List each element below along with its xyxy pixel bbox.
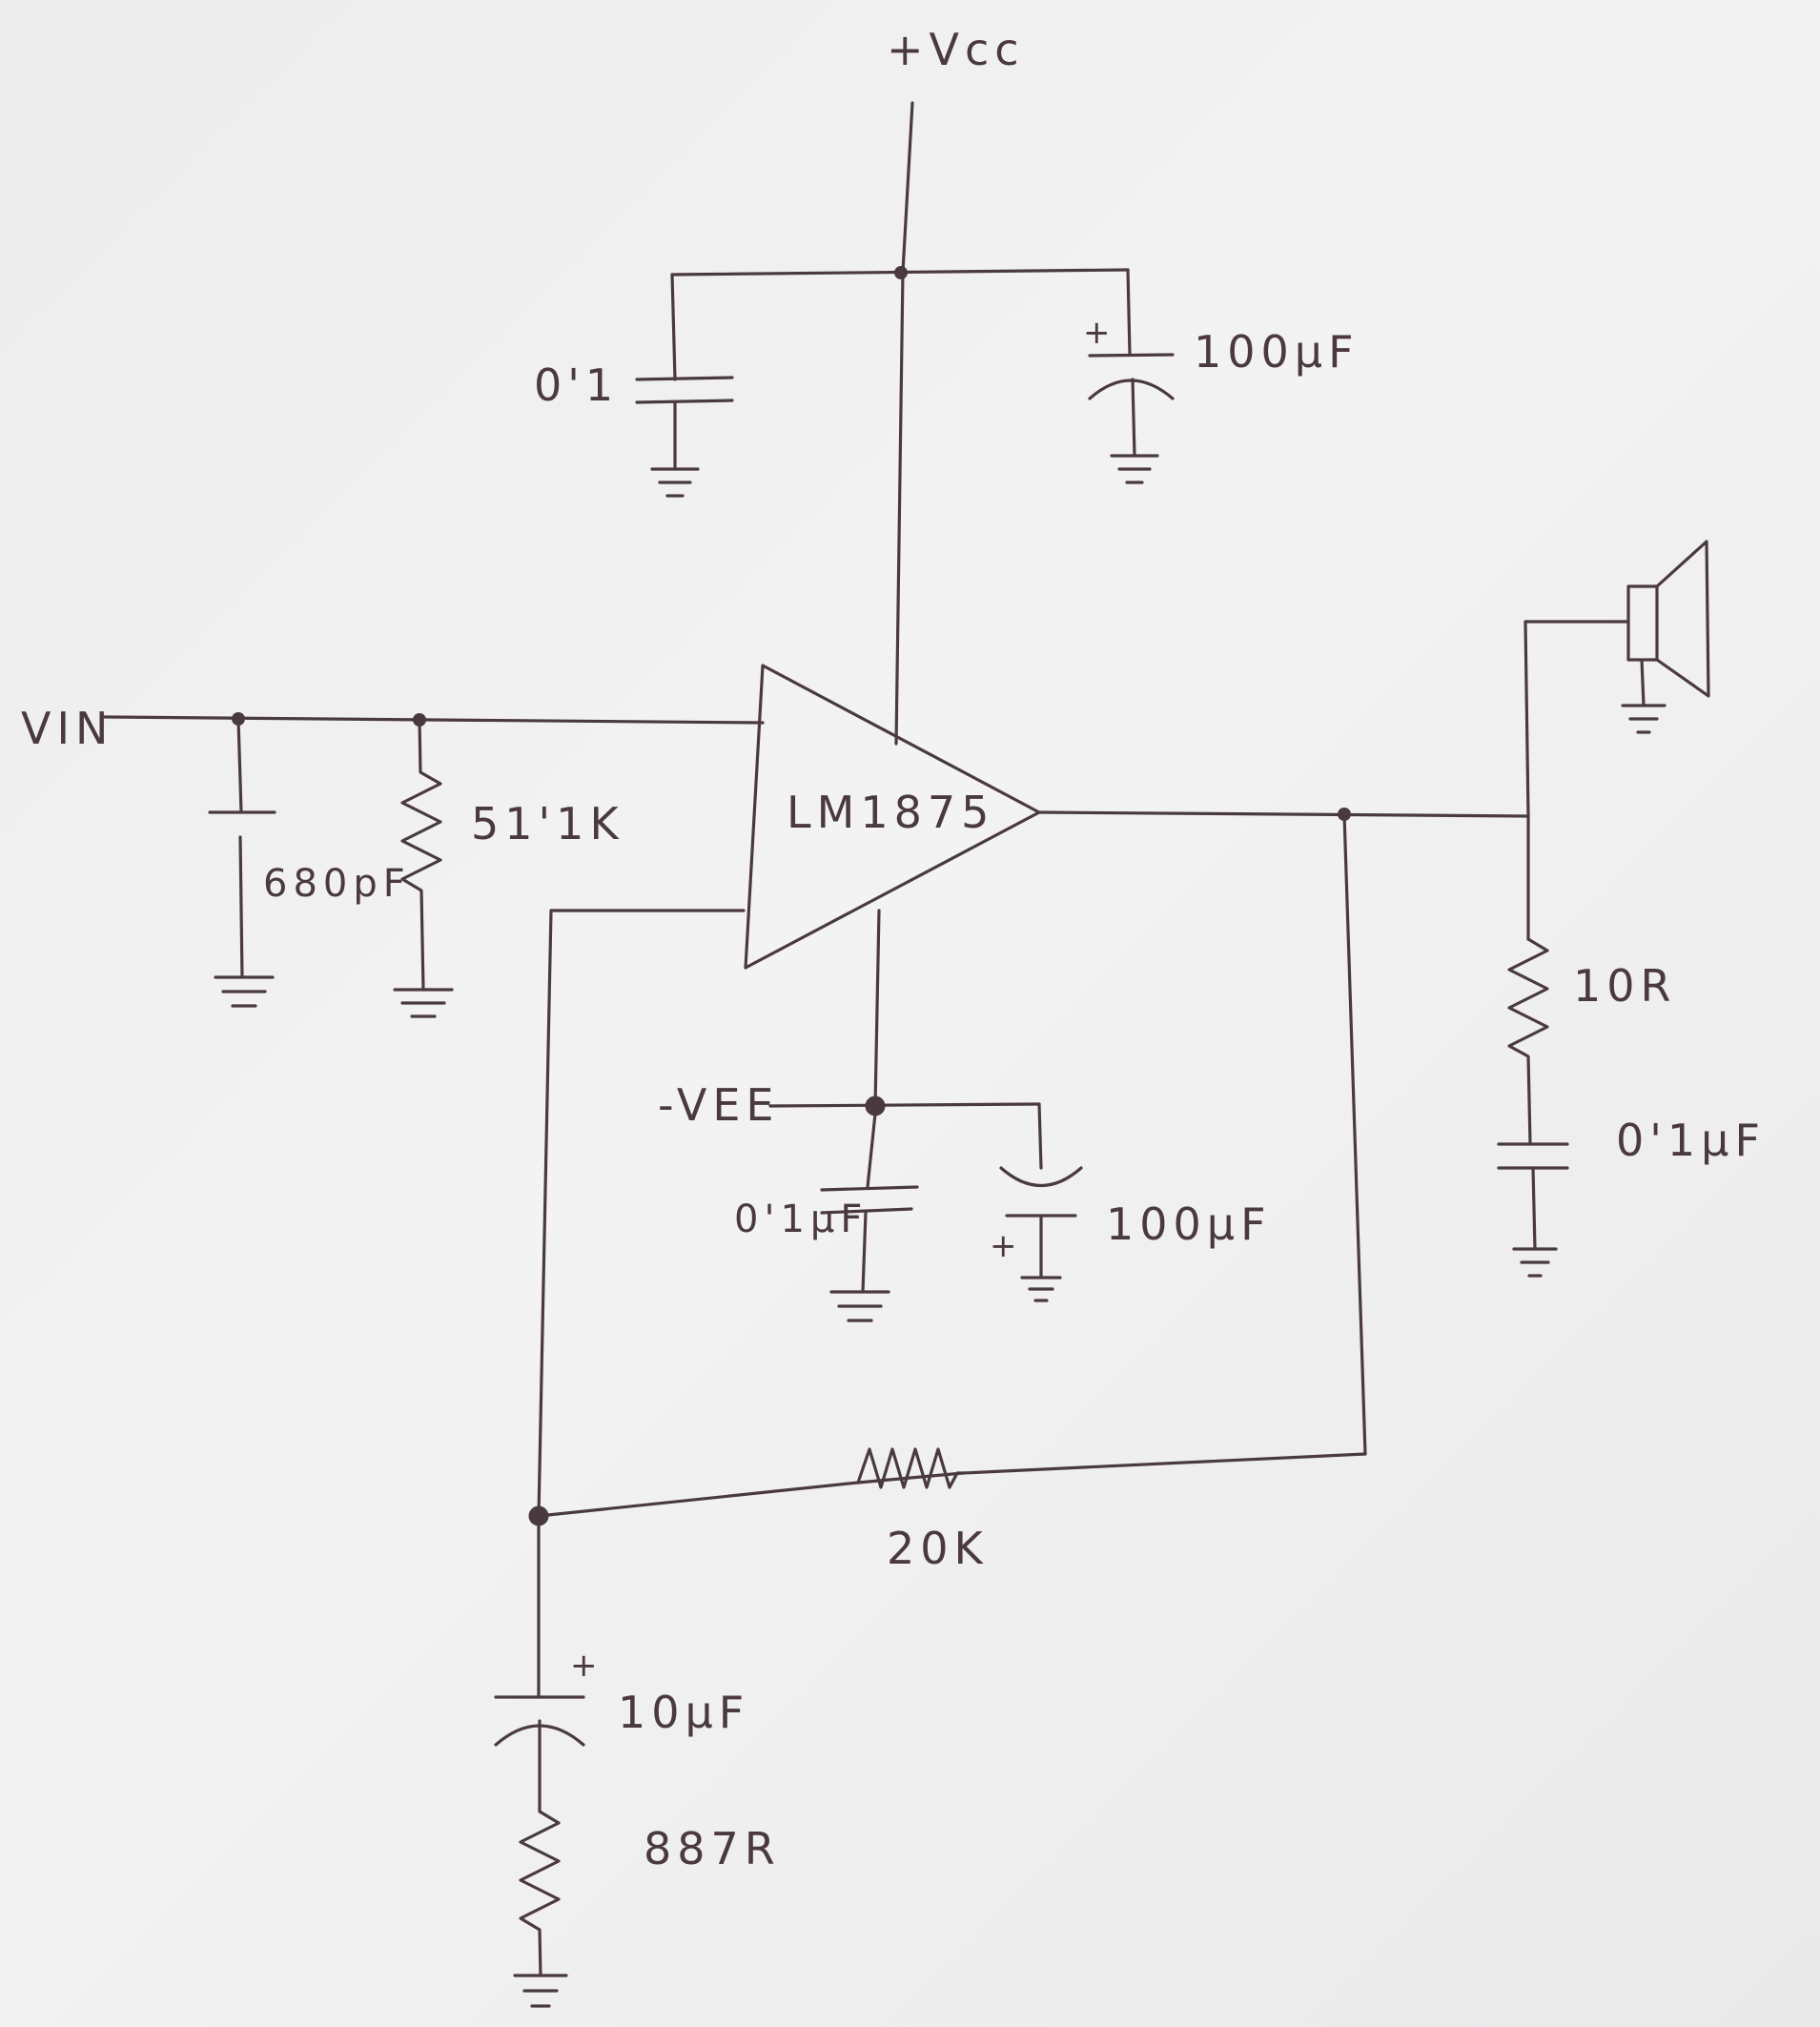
- vcc-label: +Vcc: [887, 24, 1025, 75]
- r-input-label: 51'1K: [471, 798, 624, 850]
- c-vcc-bypass: 0'1: [534, 273, 734, 498]
- c-vee-bulk-plus: +: [990, 1227, 1023, 1265]
- c-vcc-bulk: + 100µF: [1083, 268, 1360, 484]
- c-vee-bulk-label: 100µF: [1106, 1198, 1272, 1250]
- vee-rail: -VEE 0'1µF + 100µF: [658, 909, 1272, 1322]
- c-vcc-bypass-label: 0'1: [534, 359, 619, 411]
- c-fb-ground-plus: +: [570, 1647, 603, 1685]
- r-zobel-label: 10R: [1573, 960, 1677, 1012]
- c-zobel-label: 0'1µF: [1616, 1115, 1766, 1166]
- c-vcc-bulk-plus: +: [1083, 314, 1116, 352]
- amplifier-label: LM1875: [787, 787, 994, 838]
- lm1875-amplifier: LM1875: [744, 664, 1041, 970]
- input-network: VIN 680pF 51'1K: [21, 703, 765, 1018]
- r-feedback-label: 20K: [887, 1523, 989, 1574]
- output-network: 20K + 10µF 887R: [494, 808, 1530, 2008]
- c-vcc-bulk-label: 100µF: [1194, 326, 1360, 378]
- r-fb-ground-label: 887R: [644, 1823, 781, 1874]
- zobel-network: 10R 0'1µF: [1497, 814, 1766, 1278]
- vin-label: VIN: [21, 703, 113, 754]
- c-input-label: 680pF: [263, 862, 411, 906]
- c-fb-ground-label: 10µF: [618, 1687, 749, 1738]
- speaker-icon: [1523, 540, 1710, 818]
- c-vee-bypass-label: 0'1µF: [734, 1198, 868, 1241]
- vcc-rail: +Vcc: [670, 24, 1130, 746]
- vee-label: -VEE: [658, 1079, 780, 1131]
